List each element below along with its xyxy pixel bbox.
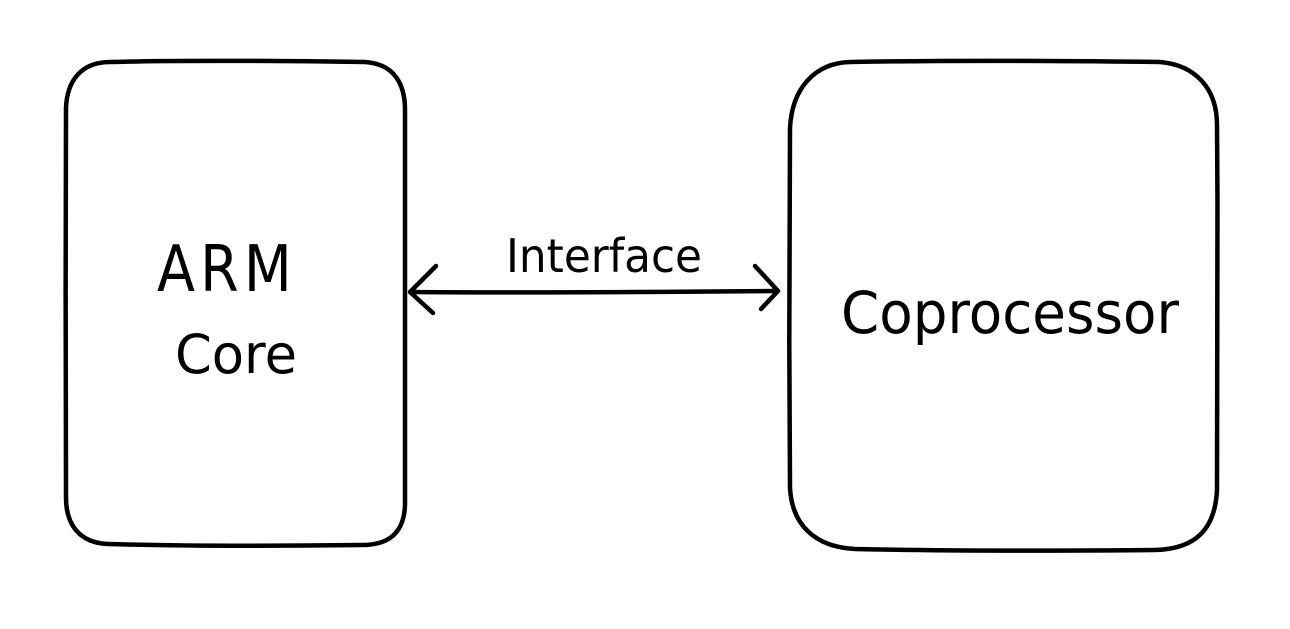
interface-arrowhead-left [407, 263, 439, 316]
interface-arrow-line [409, 288, 779, 295]
coprocessor-label: Coprocessor [841, 279, 1179, 347]
coprocessor-node: Coprocessor [787, 58, 1220, 553]
arm-core-label-line1: ARM [157, 233, 297, 307]
interface-arrowhead-right [752, 263, 781, 312]
interface-label: Interface [506, 229, 702, 283]
arm-core-box [63, 58, 408, 548]
interface-edge: Interface [407, 229, 781, 316]
arm-core-node: ARM Core [63, 58, 408, 548]
coprocessor-box [787, 58, 1220, 553]
arm-core-label-line2: Core [175, 323, 297, 386]
